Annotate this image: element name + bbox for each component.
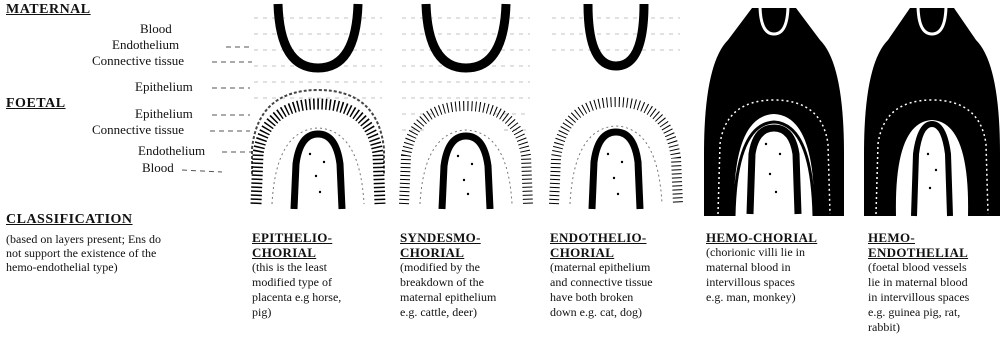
type-desc-line: (modified by the: [400, 260, 545, 275]
type-desc-line: modified type of: [252, 275, 397, 290]
type-epitheliochorial: EPITHELIO- CHORIAL (this is the least mo…: [252, 230, 397, 320]
type-title-line: HEMO-CHORIAL: [706, 230, 861, 245]
label-leader-lines: [0, 0, 260, 190]
classification-note-line: hemo-endothelial type): [6, 260, 231, 274]
type-desc-line: (maternal epithelium: [550, 260, 700, 275]
type-desc-line: lie in maternal blood: [868, 275, 1006, 290]
type-desc-line: placenta e.g horse,: [252, 290, 397, 305]
type-hemoendothelial: HEMO- ENDOTHELIAL (foetal blood vessels …: [868, 230, 1006, 335]
classification-note: (based on layers present; Ens do not sup…: [6, 232, 231, 274]
hemochorial-diagram: [704, 4, 844, 224]
type-desc-line: have both broken: [550, 290, 700, 305]
type-hemochorial: HEMO-CHORIAL (chorionic villi lie in mat…: [706, 230, 861, 305]
type-title-line: HEMO-: [868, 230, 1006, 245]
type-title-line: ENDOTHELIAL: [868, 245, 1006, 260]
type-title-line: CHORIAL: [400, 245, 545, 260]
type-title-line: EPITHELIO-: [252, 230, 397, 245]
type-desc-line: maternal blood in: [706, 260, 861, 275]
type-desc-line: intervillous spaces: [706, 275, 861, 290]
type-desc-line: maternal epithelium: [400, 290, 545, 305]
type-desc-line: (this is the least: [252, 260, 397, 275]
type-title-line: CHORIAL: [252, 245, 397, 260]
syndesmochorial-diagram: [398, 4, 534, 224]
type-title-line: ENDOTHELIO-: [550, 230, 700, 245]
type-desc-line: pig): [252, 305, 397, 320]
type-title-line: CHORIAL: [550, 245, 700, 260]
type-desc-line: and connective tissue: [550, 275, 700, 290]
type-desc-line: (chorionic villi lie in: [706, 245, 861, 260]
classification-note-line: not support the existence of the: [6, 246, 231, 260]
type-desc-line: in intervillous spaces: [868, 290, 1006, 305]
type-desc-line: e.g. cattle, deer): [400, 305, 545, 320]
type-desc-line: e.g. man, monkey): [706, 290, 861, 305]
classification-note-line: (based on layers present; Ens do: [6, 232, 231, 246]
type-desc-line: down e.g. cat, dog): [550, 305, 700, 320]
type-endotheliochorial: ENDOTHELIO- CHORIAL (maternal epithelium…: [550, 230, 700, 320]
type-desc-line: rabbit): [868, 320, 1006, 335]
type-desc-line: e.g. guinea pig, rat,: [868, 305, 1006, 320]
type-desc-line: breakdown of the: [400, 275, 545, 290]
classification-heading: CLASSIFICATION: [6, 212, 133, 228]
endotheliochorial-diagram: [548, 4, 684, 224]
type-title-line: SYNDESMO-: [400, 230, 545, 245]
hemoendothelial-diagram: [864, 4, 1000, 224]
type-desc-line: (foetal blood vessels: [868, 260, 1006, 275]
type-syndesmochorial: SYNDESMO- CHORIAL (modified by the break…: [400, 230, 545, 320]
epitheliochorial-diagram: [250, 4, 386, 224]
